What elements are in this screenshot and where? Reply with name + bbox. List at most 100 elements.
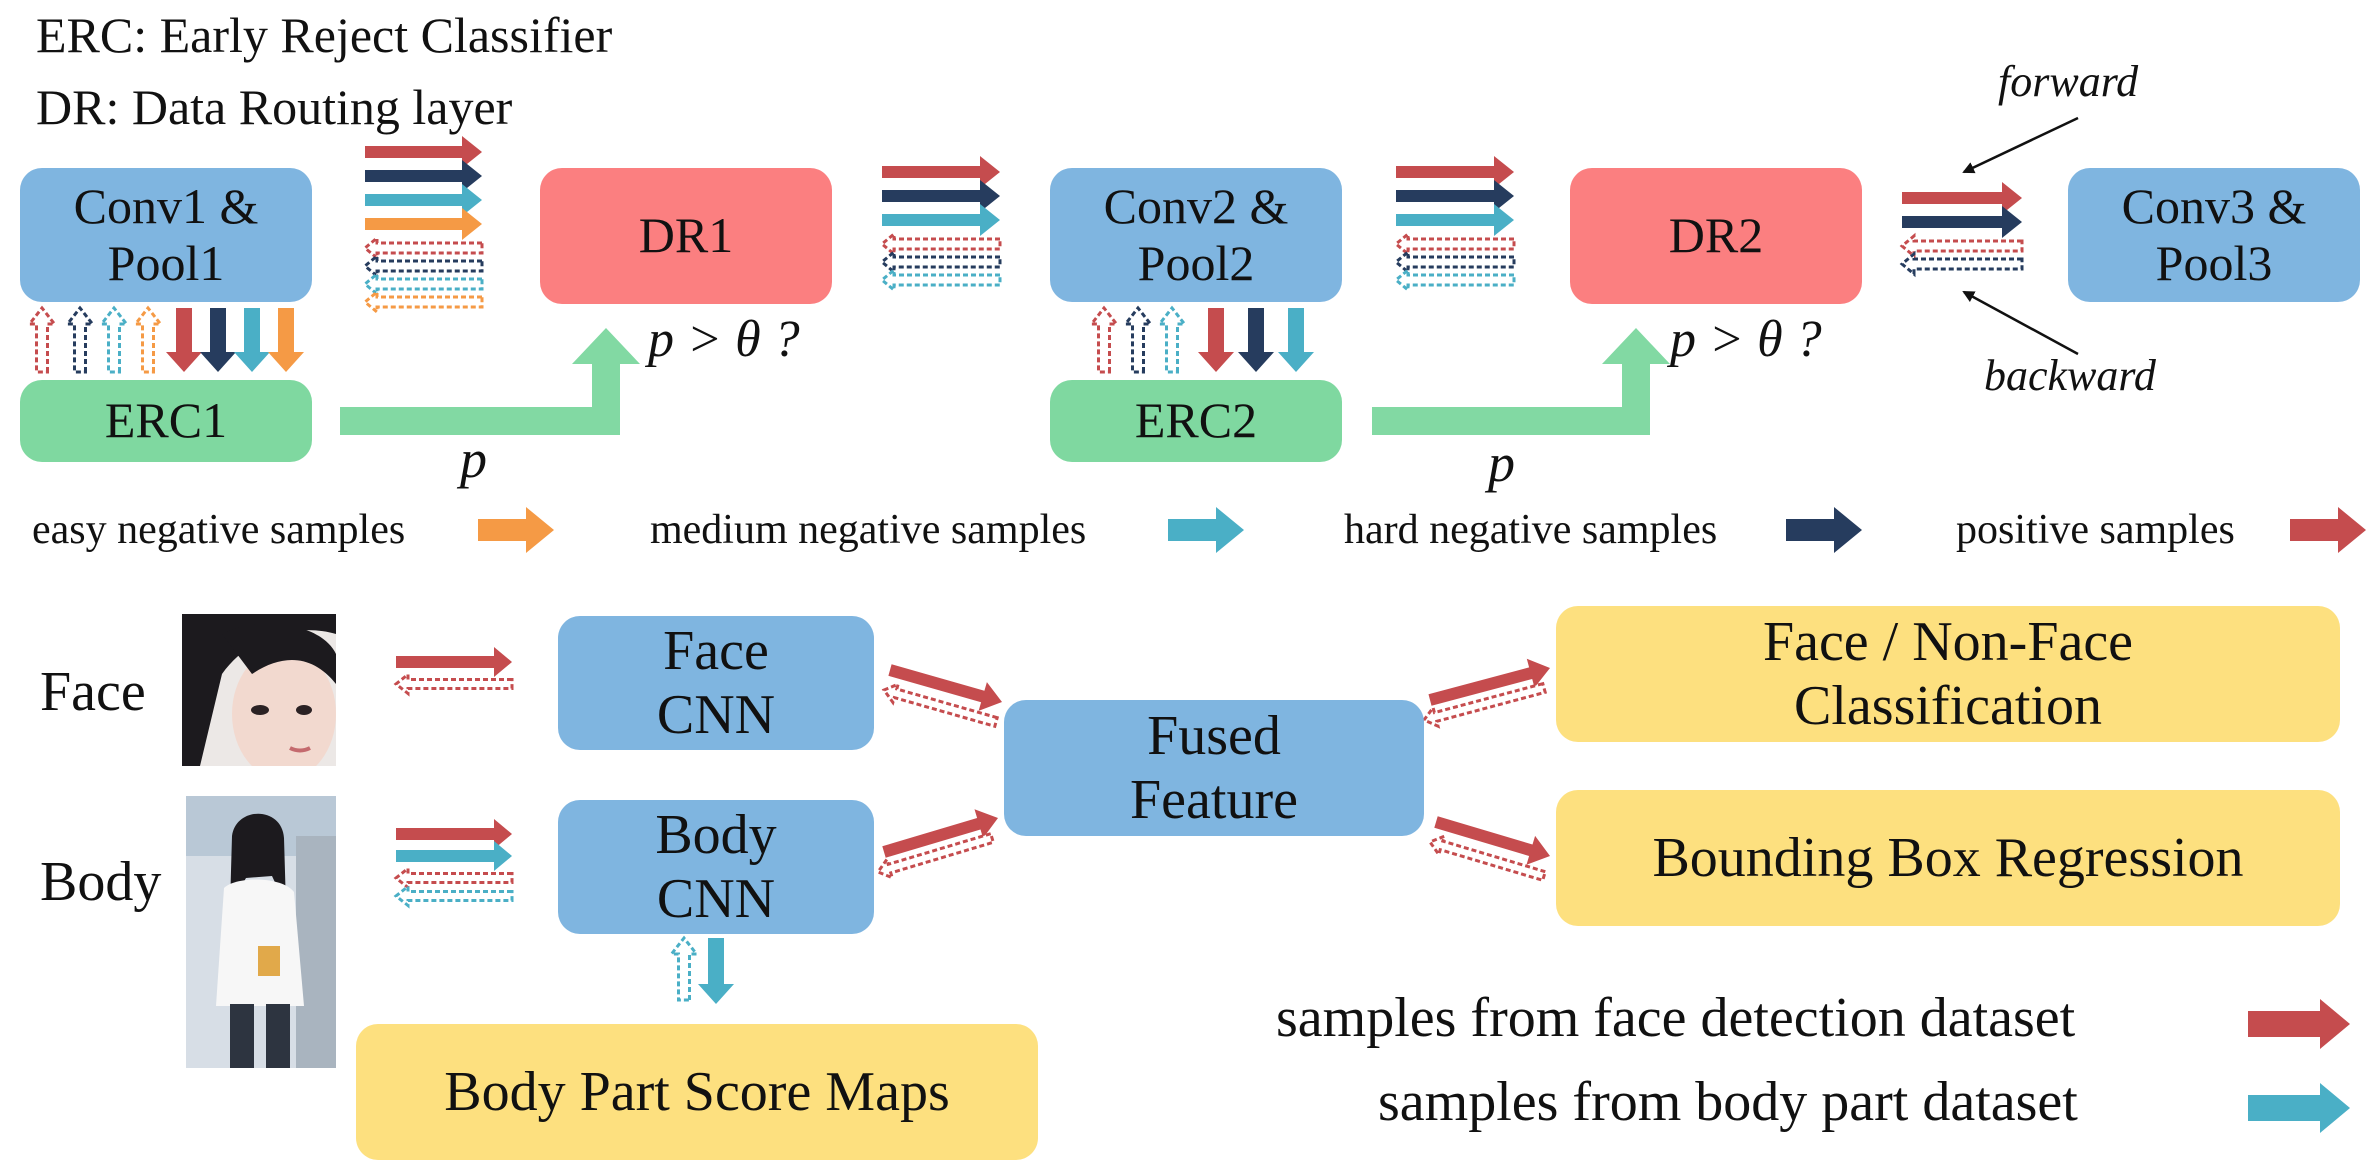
stack1-fwd-orange <box>365 208 482 240</box>
face-cnn-box: Face CNN <box>558 616 874 750</box>
stack4-bwd-navy <box>1899 250 2024 278</box>
erc1-down-teal <box>234 308 270 372</box>
face-photo <box>182 614 336 766</box>
stack1-bwd-orange <box>362 288 484 316</box>
body-input-bwd-red <box>393 865 514 891</box>
backward-label: backward <box>1984 351 2156 400</box>
fused-to-classification-bwd <box>1421 681 1548 729</box>
erc-legend: ERC: Early Reject Classifier <box>36 7 613 63</box>
erc2-up-red <box>1088 305 1120 374</box>
stack2-bwd-navy <box>879 248 1002 276</box>
body-photo <box>186 796 336 1068</box>
bodycnn-to-fused-fwd <box>882 809 998 858</box>
classification-box: Face / Non-Face Classification <box>1556 606 2340 742</box>
dr2-label: DR2 <box>1668 207 1764 264</box>
stack1-bwd-red <box>362 234 484 262</box>
stack3-fwd-navy <box>1396 180 1514 212</box>
legend-face-arrow <box>2248 999 2350 1049</box>
erc2-to-dr2-arrow <box>1372 328 1670 435</box>
conv2-pool2-box: Conv2 & Pool2 <box>1050 168 1342 302</box>
legend-face-dataset: samples from face detection dataset <box>1276 987 2076 1049</box>
dr2-box: DR2 <box>1570 168 1862 304</box>
body-input-label: Body <box>40 851 162 913</box>
forward-label: forward <box>1998 57 2139 106</box>
erc1-down-navy <box>200 308 236 372</box>
condition1-text: p > θ ? <box>648 311 800 368</box>
p1-label: p <box>460 429 487 489</box>
body-input-fwd-red <box>396 819 512 849</box>
face-input-fwd-red <box>396 647 512 677</box>
bbox-label: Bounding Box Regression <box>1652 826 2244 889</box>
sample-legend-arrow-2 <box>1786 507 1862 553</box>
score-maps-label: Body Part Score Maps <box>444 1060 950 1123</box>
body-cnn-line2: CNN <box>656 868 776 930</box>
conv1-line2: Pool1 <box>107 235 225 291</box>
legend-body-arrow <box>2248 1083 2350 1133</box>
classification-line1: Face / Non-Face <box>1762 610 2134 673</box>
erc1-up-orange <box>132 305 164 374</box>
legend-body-dataset: samples from body part dataset <box>1378 1071 2078 1133</box>
erc2-down-navy <box>1238 308 1274 372</box>
fused-feature-box: Fused Feature <box>1004 700 1424 836</box>
stack1-bwd-teal <box>362 270 484 298</box>
conv1-pool1-box: Conv1 & Pool1 <box>20 168 312 302</box>
facecnn-to-fused-fwd <box>888 664 1002 711</box>
dr-legend: DR: Data Routing layer <box>36 79 513 135</box>
sample-type-medium: medium negative samples <box>650 507 1087 553</box>
erc2-up-teal <box>1156 305 1188 374</box>
stack4-bwd-red <box>1899 232 2024 260</box>
sample-type-positive: positive samples <box>1956 507 2235 553</box>
facecnn-to-fused-bwd <box>881 681 1000 729</box>
erc2-label: ERC2 <box>1134 392 1258 449</box>
body-cnn-line1: Body <box>655 803 777 866</box>
stack3-fwd-red <box>1396 156 1514 188</box>
sample-legend-arrow-1 <box>1168 507 1244 553</box>
erc1-to-dr1-arrow <box>340 328 640 435</box>
stack1-fwd-teal <box>365 184 482 216</box>
fused-to-classification-fwd <box>1428 658 1550 706</box>
erc1-up-teal <box>98 305 130 374</box>
stack3-bwd-teal <box>1393 266 1516 294</box>
conv2-line2: Pool2 <box>1137 235 1255 291</box>
face-cnn-line1: Face <box>663 619 769 682</box>
conv3-pool3-box: Conv3 & Pool3 <box>2068 168 2360 302</box>
stack2-fwd-teal <box>882 204 1000 236</box>
erc2-down-teal <box>1278 308 1314 372</box>
dr1-label: DR1 <box>638 207 734 264</box>
conv1-line1: Conv1 & <box>73 177 259 234</box>
fused-to-bbox-bwd <box>1427 833 1548 883</box>
classification-line2: Classification <box>1794 675 2102 737</box>
erc2-up-navy <box>1122 305 1154 374</box>
condition2-text: p > θ ? <box>1670 311 1822 368</box>
sample-legend-arrow-0 <box>478 507 554 553</box>
erc1-up-navy <box>64 305 96 374</box>
score-maps-box: Body Part Score Maps <box>356 1024 1038 1160</box>
stack2-bwd-teal <box>879 266 1002 294</box>
face-cnn-line2: CNN <box>656 684 776 746</box>
conv2-line1: Conv2 & <box>1103 177 1289 234</box>
face-input-bwd-red <box>393 671 514 697</box>
stack2-bwd-red <box>879 230 1002 258</box>
fused-to-bbox-fwd <box>1434 816 1550 865</box>
stack3-bwd-navy <box>1393 248 1516 276</box>
stack3-bwd-red <box>1393 230 1516 258</box>
face-input-label: Face <box>40 661 146 723</box>
sample-type-hard: hard negative samples <box>1344 507 1718 553</box>
stack1-bwd-navy <box>362 252 484 280</box>
stack4-fwd-red <box>1902 182 2022 214</box>
dr1-box: DR1 <box>540 168 832 304</box>
erc1-box: ERC1 <box>20 380 312 462</box>
conv3-line2: Pool3 <box>2155 235 2273 291</box>
stack3-fwd-teal <box>1396 204 1514 236</box>
fused-line1: Fused <box>1147 704 1281 767</box>
forward-pointer <box>1962 116 2079 174</box>
sample-legend-arrow-3 <box>2290 507 2366 553</box>
stack2-fwd-navy <box>882 180 1000 212</box>
erc1-label: ERC1 <box>104 392 228 449</box>
stack1-fwd-red <box>365 136 482 168</box>
stack4-fwd-navy <box>1902 206 2022 238</box>
bbox-regression-box: Bounding Box Regression <box>1556 790 2340 926</box>
score-maps-down-arrow <box>698 938 734 1004</box>
score-maps-up-arrow <box>668 935 700 1002</box>
p2-label: p <box>1488 433 1515 493</box>
